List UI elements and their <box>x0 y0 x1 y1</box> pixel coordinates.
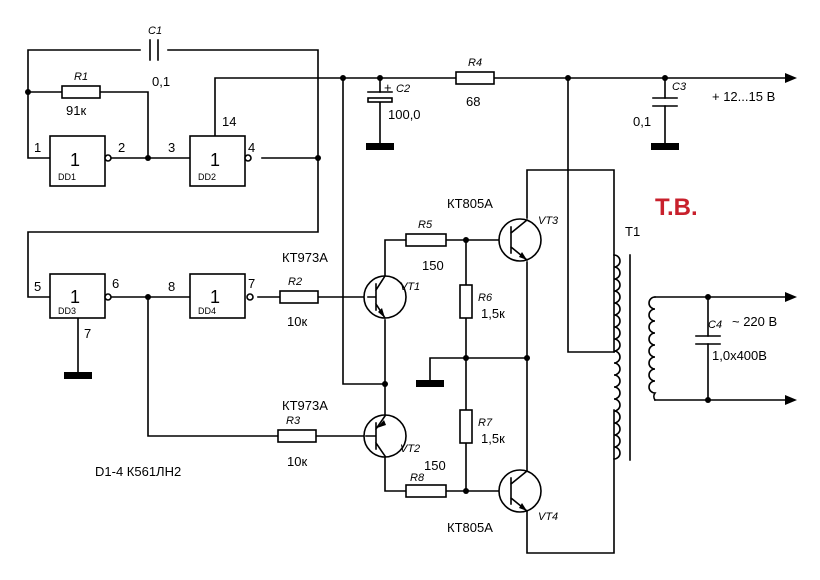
capacitor-c1: C1 0,1 <box>148 25 170 89</box>
capacitor-c3: C3 0,1 <box>633 81 687 129</box>
resistor-r4-label: R4 <box>468 57 482 69</box>
capacitor-c1-value: 0,1 <box>152 74 170 89</box>
transformer-t1-label: T1 <box>625 224 640 239</box>
resistor-r5: R5 150 <box>405 219 447 273</box>
transistor-vt2: VT2 КТ973А <box>282 398 420 458</box>
gate-dd3-pin-gnd: 7 <box>84 326 91 341</box>
gate-dd2: 1 DD2 3 4 14 <box>168 114 255 187</box>
resistor-r5-value: 150 <box>422 258 444 273</box>
resistor-r1: R1 91к <box>61 71 101 118</box>
wiring <box>27 49 786 554</box>
gate-dd4-label: DD4 <box>198 306 216 316</box>
transistor-vt1-type: КТ973А <box>282 250 328 265</box>
gate-dd2-label: DD2 <box>198 172 216 182</box>
resistor-r7: R7 1,5к <box>459 409 505 446</box>
ground-symbols <box>64 143 679 387</box>
output-voltage-label: ~ 220 В <box>732 314 777 329</box>
resistor-r3: R3 10к <box>277 415 317 469</box>
capacitor-c1-label: C1 <box>148 25 162 37</box>
watermark-text: Т.В. <box>655 194 698 221</box>
transistor-vt1-label: VT1 <box>400 281 420 293</box>
gate-dd1-symbol: 1 <box>70 150 80 170</box>
junction-dots <box>25 75 711 494</box>
gate-dd3-symbol: 1 <box>70 287 80 307</box>
resistor-r6-label: R6 <box>478 292 493 304</box>
resistor-r6-value: 1,5к <box>481 306 505 321</box>
gate-dd4-pin-out: 7 <box>248 276 255 291</box>
capacitor-c2: + C2 100,0 <box>367 80 421 122</box>
arrows <box>785 73 797 405</box>
resistor-r2: R2 10к <box>279 276 319 329</box>
gate-dd1-pin-in: 1 <box>34 140 41 155</box>
resistor-r7-value: 1,5к <box>481 431 505 446</box>
resistor-r8-value: 150 <box>424 458 446 473</box>
gate-dd2-symbol: 1 <box>210 150 220 170</box>
transistor-vt3-label: VT3 <box>538 215 559 227</box>
resistor-r8-label: R8 <box>410 472 425 484</box>
resistor-r4-value: 68 <box>466 94 480 109</box>
resistor-r4: R4 68 <box>455 57 495 109</box>
resistor-r6: R6 1,5к <box>459 284 505 321</box>
transistor-vt1: VT1 КТ973А <box>282 250 420 320</box>
transistor-vt3-type: КТ805А <box>447 196 493 211</box>
resistor-r1-label: R1 <box>74 71 88 83</box>
gate-dd3-label: DD3 <box>58 306 76 316</box>
capacitor-c3-label: C3 <box>672 81 687 93</box>
resistor-r1-value: 91к <box>66 103 86 118</box>
gate-dd1-label: DD1 <box>58 172 76 182</box>
gate-dd2-pin-out: 4 <box>248 140 255 155</box>
transistor-vt2-type: КТ973А <box>282 398 328 413</box>
resistor-r5-label: R5 <box>418 219 433 231</box>
resistor-r2-value: 10к <box>287 314 307 329</box>
gate-dd3-pin-out: 6 <box>112 276 119 291</box>
capacitor-c3-value: 0,1 <box>633 114 651 129</box>
gate-dd1: 1 DD1 1 2 <box>34 135 125 187</box>
gate-dd4-pin-in: 8 <box>168 279 175 294</box>
transistor-vt4-label: VT4 <box>538 511 558 523</box>
resistor-r8: R8 150 <box>405 458 447 498</box>
gate-dd3-pin-in: 5 <box>34 279 41 294</box>
capacitor-c4-value: 1,0х400В <box>712 348 767 363</box>
capacitor-c2-polarity: + <box>384 80 392 95</box>
supply-voltage-label: + 12...15 В <box>712 89 775 104</box>
gate-dd4: 1 DD4 8 7 <box>168 273 255 319</box>
gate-dd4-symbol: 1 <box>210 287 220 307</box>
capacitor-c2-label: C2 <box>396 83 410 95</box>
capacitor-c4-label: C4 <box>708 319 722 331</box>
transistor-vt3: VT3 КТ805А <box>447 196 559 262</box>
resistor-r7-label: R7 <box>478 417 493 429</box>
transistor-vt2-label: VT2 <box>400 443 420 455</box>
gate-dd1-pin-out: 2 <box>118 140 125 155</box>
gate-dd3: 1 DD3 5 6 7 <box>34 273 119 341</box>
transistor-vt4: VT4 КТ805А <box>447 469 558 535</box>
gate-dd2-pin-in: 3 <box>168 140 175 155</box>
gate-dd2-pin-pwr: 14 <box>222 114 236 129</box>
transistor-vt4-type: КТ805А <box>447 520 493 535</box>
resistor-r3-value: 10к <box>287 454 307 469</box>
capacitor-c4: C4 1,0х400В <box>695 319 767 363</box>
resistor-r3-label: R3 <box>286 415 301 427</box>
resistor-r2-label: R2 <box>288 276 302 288</box>
ic-caption: D1-4 К561ЛН2 <box>95 464 181 479</box>
capacitor-c2-value: 100,0 <box>388 107 421 122</box>
transformer-t1: T1 <box>613 224 657 461</box>
